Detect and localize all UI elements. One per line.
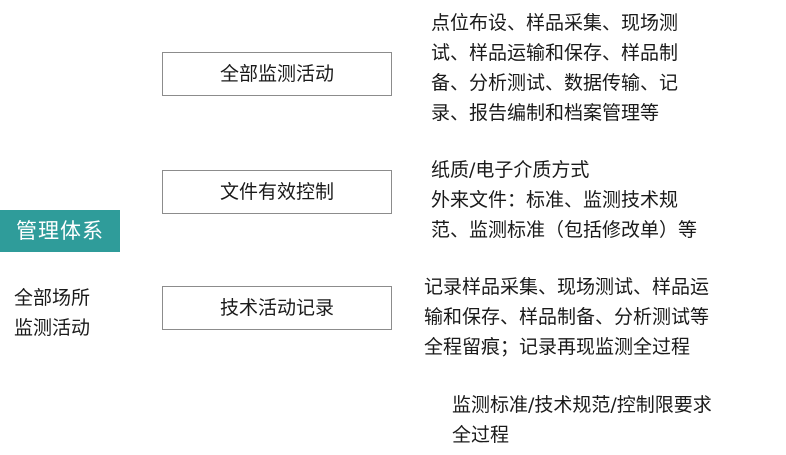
box-technical-records: 技术活动记录: [162, 286, 392, 330]
description-line: 记录样品采集、现场测试、样品运: [424, 276, 710, 298]
description-technical-records: 记录样品采集、现场测试、样品运 输和保存、样品制备、分析测试等 全程留痕；记录再…: [424, 272, 709, 362]
description-line: 试、样品运输和保存、样品制: [431, 42, 679, 64]
description-line: 全程留痕；记录再现监测全过程: [424, 336, 691, 358]
scope-label: 全部场所 监测活动: [14, 283, 124, 343]
scope-line: 监测活动: [14, 317, 91, 339]
description-standards: 监测标准/技术规范/控制限要求 全过程: [452, 390, 712, 450]
description-line: 输和保存、样品制备、分析测试等: [424, 306, 710, 328]
description-line: 录、报告编制和档案管理等: [431, 102, 660, 124]
description-monitoring-activities: 点位布设、样品采集、现场测 试、样品运输和保存、样品制 备、分析测试、数据传输、…: [431, 8, 678, 128]
description-line: 点位布设、样品采集、现场测: [431, 12, 679, 34]
scope-line: 全部场所: [14, 287, 91, 309]
box-document-control: 文件有效控制: [162, 170, 392, 214]
description-line: 监测标准/技术规范/控制限要求: [452, 394, 712, 416]
description-line: 纸质/电子介质方式: [431, 159, 590, 181]
description-document-control: 纸质/电子介质方式 外来文件：标准、监测技术规 范、监测标准（包括修改单）等: [431, 155, 697, 245]
management-system-tag: 管理体系: [0, 210, 120, 252]
description-line: 备、分析测试、数据传输、记: [431, 72, 679, 94]
description-line: 范、监测标准（包括修改单）等: [431, 219, 698, 241]
description-line: 外来文件：标准、监测技术规: [431, 189, 679, 211]
description-line: 全过程: [452, 424, 510, 446]
box-all-monitoring-activities: 全部监测活动: [162, 52, 392, 96]
